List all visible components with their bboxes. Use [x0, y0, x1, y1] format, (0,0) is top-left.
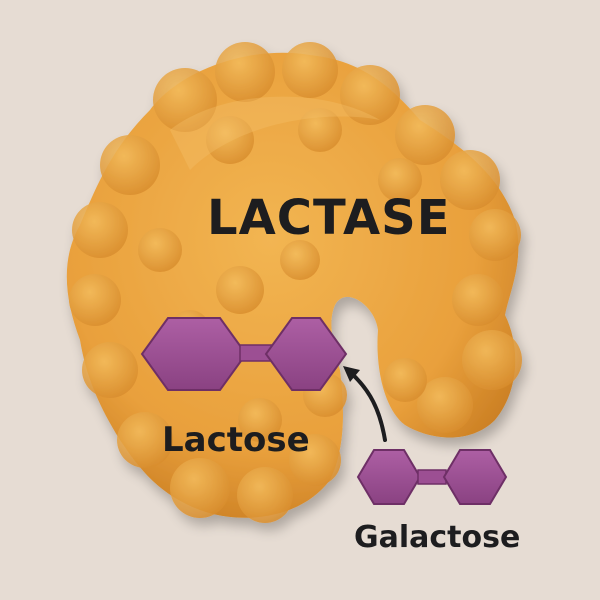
galactose-ring-left	[356, 449, 422, 505]
enzyme-body-highlight	[170, 96, 380, 170]
enzyme-label: LACTASE	[207, 190, 451, 246]
reaction-arrow	[343, 366, 387, 442]
galactose-bond	[417, 469, 447, 485]
lactose-ring-left	[140, 317, 248, 391]
galactose-ring-right	[442, 449, 508, 505]
enzyme-blob	[66, 42, 522, 523]
galactose-molecule	[356, 449, 508, 505]
lactose-molecule	[140, 317, 348, 391]
galactose-label: Galactose	[354, 520, 521, 555]
lactose-label: Lactose	[162, 420, 310, 460]
enzyme-surface-bumps	[69, 42, 522, 523]
lactose-ring-right	[264, 317, 348, 391]
